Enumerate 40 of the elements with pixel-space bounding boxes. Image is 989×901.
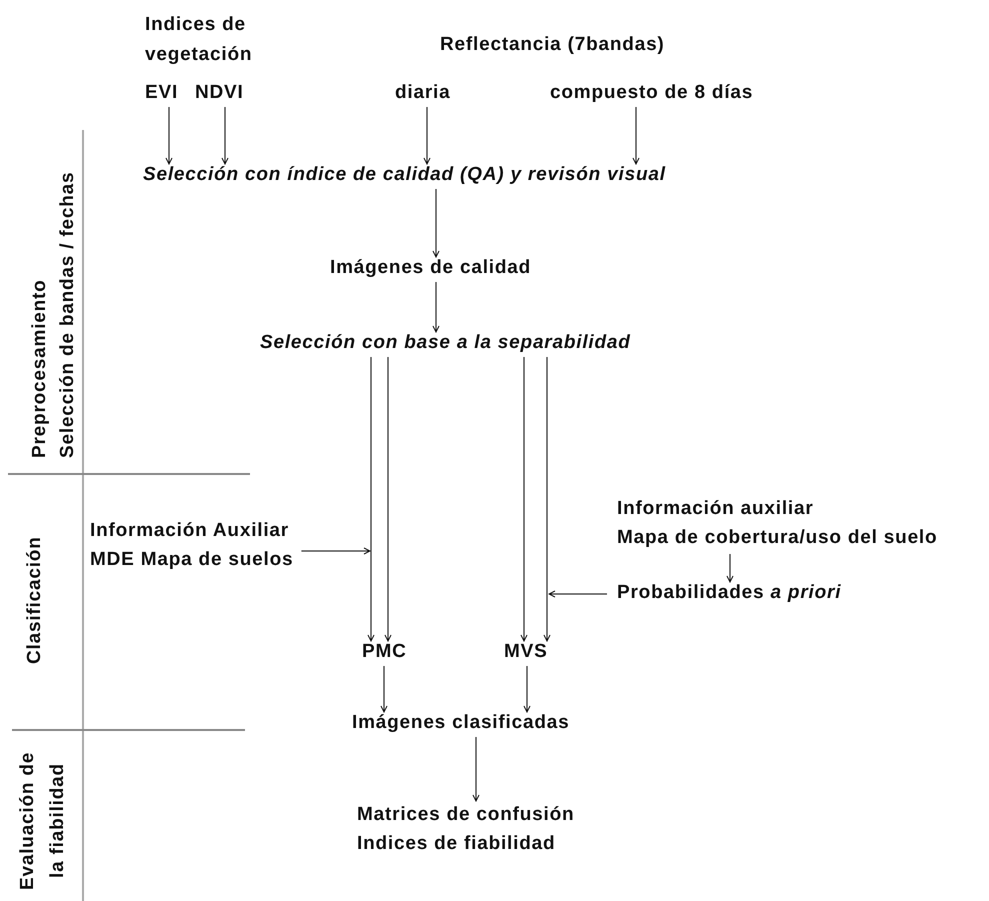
step-label: Imágenes clasificadas [352,711,570,735]
phase-label: la fiabilidad [46,762,69,880]
group-heading: Reflectancia (7bandas) [440,33,665,57]
step-label: compuesto de 8 días [550,81,754,105]
phase-label: Evaluación de [16,750,39,892]
step-label: Mapa de cobertura/uso del suelo [617,526,938,550]
step-label: PMC [362,640,407,664]
step-label: Selección con base a la separabilidad [260,331,631,355]
step-label: Información Auxiliar [90,519,290,543]
arrow [632,106,640,164]
arrow [368,356,374,642]
phase-label: Selección de bandas / fechas [56,170,79,458]
step-label: MVS [504,640,548,664]
arrow [472,736,480,802]
arrow [222,106,228,164]
arrow [424,106,430,164]
step-label: Imágenes de calidad [330,256,532,280]
arrow [524,666,530,712]
arrow [520,356,528,642]
arrow [380,666,388,712]
step-label: EVI [145,81,178,105]
step-label: diaria [395,81,450,105]
phase-label: Preprocesamiento [28,278,51,458]
arrow [166,106,172,164]
step-label: Selección con índice de calidad (QA) y revisón visual [143,163,666,187]
group-heading: Indices de vegetación [145,13,254,67]
arrow [300,548,370,554]
step-label: NDVI [195,81,244,105]
step-label: Probabilidades a priori [617,581,842,605]
phase-label: Clasificación [23,535,46,666]
arrow [726,554,734,582]
arrow [432,188,440,258]
arrow [548,590,608,598]
arrow [432,282,440,332]
step-label: Matrices de confusión [357,803,574,827]
step-label: Información auxiliar [617,497,815,521]
arrow [544,356,550,642]
step-label: Indices de fiabilidad [357,832,556,856]
step-label: MDE Mapa de suelos [90,548,294,572]
arrow [384,356,392,642]
